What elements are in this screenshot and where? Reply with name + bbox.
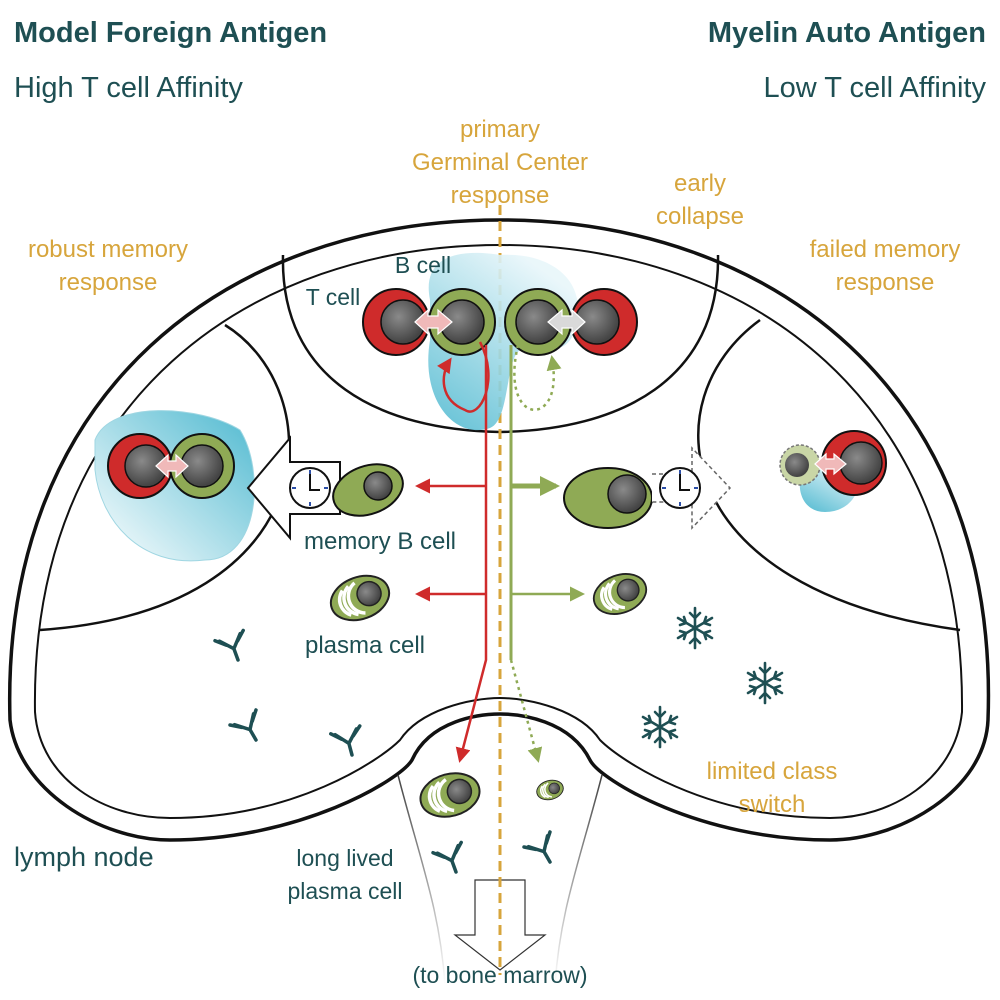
memory-b-cell-left xyxy=(169,433,235,499)
red-output-line xyxy=(455,345,488,763)
early-collapse-line1: early xyxy=(674,170,726,197)
left-title: Model Foreign Antigen xyxy=(14,17,327,49)
failed-memory-b-cell-right xyxy=(779,444,821,486)
b-cell-label: B cell xyxy=(395,252,451,278)
clock-icon-right xyxy=(659,467,701,509)
limited-class-switch-line1: limited class xyxy=(707,758,838,785)
green-cycle-arrow xyxy=(513,344,562,411)
robust-memory-line2: response xyxy=(59,269,158,296)
limited-class-switch-line2: switch xyxy=(739,791,806,818)
failed-memory-line2: response xyxy=(836,269,935,296)
center-label-line1: primary xyxy=(460,116,540,143)
memory-interaction-arrow-left xyxy=(155,453,189,479)
early-collapse-line2: collapse xyxy=(656,203,744,230)
failed-memory-line1: failed memory xyxy=(810,236,961,263)
red-cycle-arrow xyxy=(437,341,490,413)
snowflake-icon xyxy=(641,705,679,749)
antibody-icon xyxy=(213,628,254,667)
small-plasma-cell-icon xyxy=(533,776,567,804)
robust-memory-line1: robust memory xyxy=(28,236,188,263)
memory-b-cell-label: memory B cell xyxy=(304,528,456,555)
antibody-icon xyxy=(228,708,271,750)
green-dotted-output xyxy=(509,659,543,763)
center-label-line3: response xyxy=(451,182,550,209)
long-lived-line2: plasma cell xyxy=(287,878,402,904)
antibody-icon xyxy=(522,830,565,872)
efferent-duct xyxy=(397,774,603,986)
plasma-cell-label: plasma cell xyxy=(305,632,425,659)
gc-interaction-arrow-left xyxy=(414,308,453,336)
plasma-cell-icon-left xyxy=(322,566,398,630)
lymph-node-outline xyxy=(8,218,991,842)
gc-t-cell-left xyxy=(362,288,430,356)
failed-interaction-arrow-right xyxy=(814,452,847,476)
left-subtitle: High T cell Affinity xyxy=(14,72,243,104)
memory-b-cell-icon-left xyxy=(332,463,404,517)
long-lived-plasma-cell-icon xyxy=(413,765,487,825)
memory-b-cell-icon-right xyxy=(563,467,653,529)
antibody-icon xyxy=(329,724,369,761)
gc-t-cell-right xyxy=(570,288,638,356)
right-title: Myelin Auto Antigen xyxy=(708,17,986,49)
clock-icon xyxy=(289,467,331,509)
lymph-node-label: lymph node xyxy=(14,842,154,872)
snowflake-icon xyxy=(746,661,784,705)
long-lived-line1: long lived xyxy=(296,845,393,871)
right-subtitle: Low T cell Affinity xyxy=(764,72,987,104)
plasma-cell-icon-right xyxy=(586,565,654,623)
gc-interaction-arrow-right xyxy=(547,308,586,336)
failed-memory-t-cell-right xyxy=(821,430,887,496)
center-label-line2: Germinal Center xyxy=(412,149,588,176)
snowflake-icon xyxy=(676,606,714,650)
antibody-icon xyxy=(431,840,472,879)
memory-t-cell-left xyxy=(107,433,173,499)
t-cell-label: T cell xyxy=(306,284,361,310)
bone-marrow-label: (to bone marrow) xyxy=(412,962,587,988)
